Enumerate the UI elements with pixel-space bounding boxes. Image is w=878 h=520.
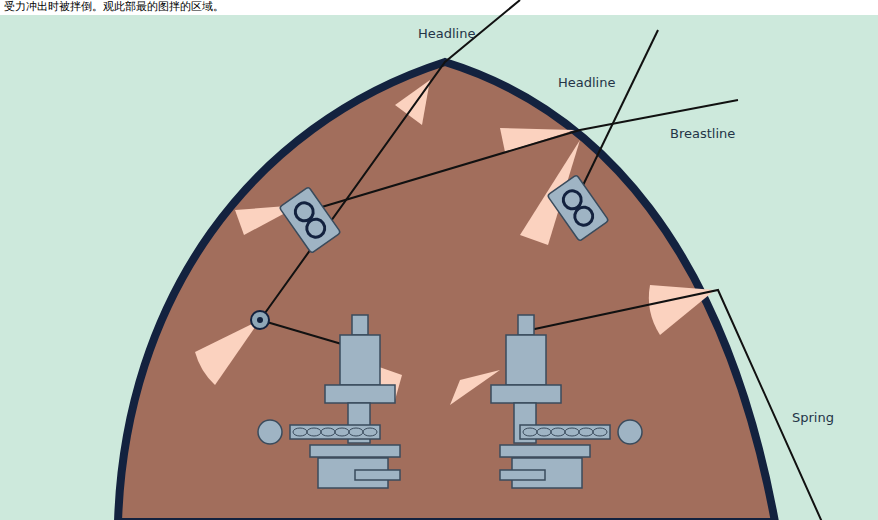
windlass-left <box>258 315 400 488</box>
pedestal-roller <box>251 311 269 329</box>
caption-note: 受力冲出时被拌倒。观此部最的图拌的区域。 <box>4 0 224 13</box>
snap-back-zones <box>195 80 715 405</box>
bitt <box>279 187 341 254</box>
line-label: Headline <box>558 75 615 91</box>
pedestal-roller-centre <box>257 317 263 323</box>
line-label: Breastline <box>670 126 735 142</box>
bow-hull <box>118 62 775 520</box>
line-label: Spring <box>792 410 834 426</box>
windlass-right <box>491 315 642 488</box>
mooring-lines <box>260 0 822 520</box>
bitt <box>547 175 609 242</box>
chain-links <box>293 428 607 436</box>
line-label: Headline <box>418 26 475 42</box>
top-strip <box>0 0 878 15</box>
